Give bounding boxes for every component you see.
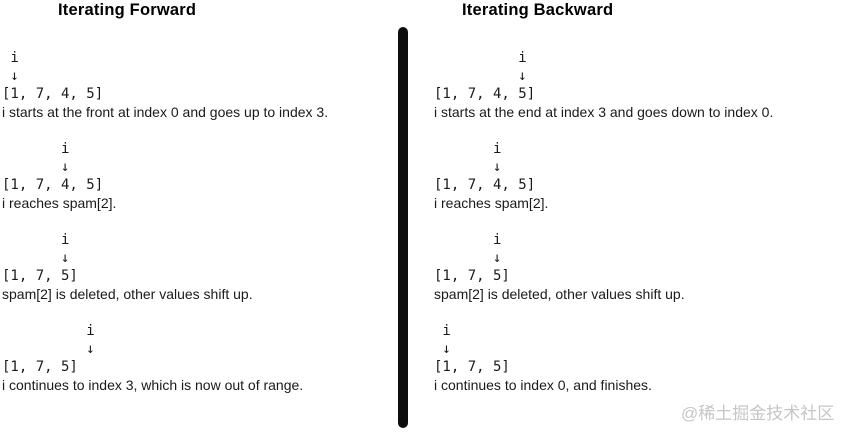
- list-value: [1, 7, 4, 5]: [434, 177, 536, 193]
- step-description: i continues to index 3, which is now out…: [2, 377, 304, 393]
- step-description: spam[2] is deleted, other values shift u…: [434, 286, 685, 302]
- forward-step-1: i ↓ [1, 7, 4, 5] i starts at the front a…: [2, 49, 396, 121]
- list-value: [1, 7, 4, 5]: [2, 177, 104, 193]
- forward-title: Iterating Forward: [58, 1, 197, 19]
- index-marker: i: [434, 323, 451, 339]
- step-description: i reaches spam[2].: [2, 195, 117, 211]
- index-marker: i: [2, 141, 70, 157]
- down-arrow-icon: ↓: [434, 68, 527, 84]
- forward-step-4: i ↓ [1, 7, 5] i continues to index 3, wh…: [2, 322, 396, 394]
- down-arrow-icon: ↓: [2, 250, 70, 266]
- down-arrow-icon: ↓: [434, 341, 451, 357]
- list-value: [1, 7, 5]: [2, 268, 78, 284]
- backward-step-1: i ↓ [1, 7, 4, 5] i starts at the end at …: [434, 49, 834, 121]
- index-marker: i: [2, 323, 95, 339]
- forward-steps: i ↓ [1, 7, 4, 5] i starts at the front a…: [2, 49, 396, 394]
- list-value: [1, 7, 5]: [434, 268, 510, 284]
- index-marker: i: [2, 232, 70, 248]
- list-value: [1, 7, 5]: [2, 359, 78, 375]
- index-marker: i: [434, 141, 502, 157]
- step-description: i reaches spam[2].: [434, 195, 549, 211]
- backward-step-4: i ↓ [1, 7, 5] i continues to index 0, an…: [434, 322, 834, 394]
- backward-step-2: i ↓ [1, 7, 4, 5] i reaches spam[2].: [434, 140, 834, 212]
- backward-steps: i ↓ [1, 7, 4, 5] i starts at the end at …: [434, 49, 834, 394]
- down-arrow-icon: ↓: [2, 341, 95, 357]
- vertical-divider: [398, 27, 408, 428]
- step-description: spam[2] is deleted, other values shift u…: [2, 286, 253, 302]
- forward-step-2: i ↓ [1, 7, 4, 5] i reaches spam[2].: [2, 140, 396, 212]
- forward-step-3: i ↓ [1, 7, 5] spam[2] is deleted, other …: [2, 231, 396, 303]
- index-marker: i: [434, 50, 527, 66]
- backward-title: Iterating Backward: [462, 1, 614, 19]
- list-value: [1, 7, 4, 5]: [434, 86, 536, 102]
- index-marker: i: [2, 50, 19, 66]
- watermark: @稀土掘金技术社区: [681, 404, 835, 423]
- down-arrow-icon: ↓: [2, 68, 19, 84]
- backward-column: Iterating Backward i ↓ [1, 7, 4, 5] i st…: [434, 1, 834, 413]
- list-value: [1, 7, 5]: [434, 359, 510, 375]
- step-description: i continues to index 0, and finishes.: [434, 377, 652, 393]
- step-description: i starts at the front at index 0 and goe…: [2, 104, 329, 120]
- list-value: [1, 7, 4, 5]: [2, 86, 104, 102]
- down-arrow-icon: ↓: [434, 250, 502, 266]
- backward-step-3: i ↓ [1, 7, 5] spam[2] is deleted, other …: [434, 231, 834, 303]
- forward-column: Iterating Forward i ↓ [1, 7, 4, 5] i sta…: [2, 1, 396, 413]
- down-arrow-icon: ↓: [434, 159, 502, 175]
- step-description: i starts at the end at index 3 and goes …: [434, 104, 774, 120]
- down-arrow-icon: ↓: [2, 159, 70, 175]
- index-marker: i: [434, 232, 502, 248]
